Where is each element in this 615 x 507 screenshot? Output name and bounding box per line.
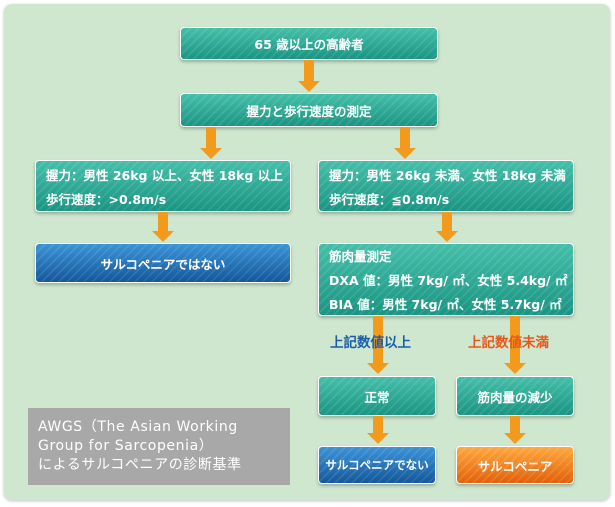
gait-normal-text: 歩行速度：>0.8m/s bbox=[46, 191, 167, 207]
arrow-elderly-to-measure bbox=[298, 60, 320, 92]
arrow-muscle-to-reduced bbox=[504, 316, 526, 374]
reduced-muscle-label: 筋肉量の減少 bbox=[477, 389, 553, 405]
node-sarcopenia: サルコペニア bbox=[456, 446, 574, 484]
sarcopenia-label: サルコペニア bbox=[477, 458, 553, 474]
node-not-sarcopenia-2: サルコペニアでない bbox=[318, 446, 436, 484]
arrow-muscle-to-normal bbox=[367, 316, 389, 374]
grip-low-text: 握力：男性 26kg 未満、女性 18kg 未満 bbox=[329, 167, 566, 183]
bia-value-text: BIA 値：男性 7kg/ ㎡、女性 5.7kg/ ㎡ bbox=[329, 297, 562, 312]
node-low-criteria: 握力：男性 26kg 未満、女性 18kg 未満 歩行速度：≦0.8m/s bbox=[318, 160, 574, 212]
caption-line-2: Group for Sarcopenia） bbox=[38, 438, 214, 454]
caption-box: AWGS（The Asian Working Group for Sarcope… bbox=[28, 408, 290, 485]
arrow-normal-to-result bbox=[367, 416, 389, 444]
condition-above-label: 上記数値以上 bbox=[330, 335, 411, 351]
not-sarcopenia-label: サルコペニアではない bbox=[100, 256, 226, 272]
normal-label: 正常 bbox=[364, 389, 390, 405]
node-elderly: 65 歳以上の高齢者 bbox=[180, 27, 438, 60]
gait-low-text: 歩行速度：≦0.8m/s bbox=[329, 191, 450, 207]
node-normal-criteria: 握力：男性 26kg 以上、女性 18kg 以上 歩行速度：>0.8m/s bbox=[35, 160, 291, 212]
grip-normal-text: 握力：男性 26kg 以上、女性 18kg 以上 bbox=[46, 167, 283, 183]
arrow-reduced-to-result bbox=[504, 416, 526, 444]
node-measure-label: 握力と歩行速度の測定 bbox=[246, 103, 372, 119]
dxa-value-text: DXA 値：男性 7kg/ ㎡、女性 5.4kg/ ㎡ bbox=[329, 273, 568, 288]
arrow-low-criteria-to-muscle bbox=[436, 212, 458, 242]
node-reduced-muscle: 筋肉量の減少 bbox=[456, 376, 574, 416]
node-normal: 正常 bbox=[318, 376, 436, 416]
node-muscle-mass: 筋肉量測定 DXA 値：男性 7kg/ ㎡、女性 5.4kg/ ㎡ BIA 値：… bbox=[318, 243, 574, 316]
caption-line-1: AWGS（The Asian Working bbox=[38, 419, 238, 435]
not-sarcopenia-2-label: サルコペニアでない bbox=[325, 458, 429, 472]
node-not-sarcopenia: サルコペニアではない bbox=[35, 243, 291, 283]
node-measure: 握力と歩行速度の測定 bbox=[180, 93, 438, 127]
arrow-normal-criteria-to-result bbox=[152, 212, 174, 242]
condition-below-label: 上記数値未満 bbox=[468, 335, 549, 351]
node-elderly-label: 65 歳以上の高齢者 bbox=[254, 37, 364, 52]
arrow-measure-to-normal-criteria bbox=[200, 127, 222, 159]
arrow-measure-to-low-criteria bbox=[394, 127, 416, 159]
caption-line-3: によるサルコペニアの診断基準 bbox=[38, 457, 242, 473]
muscle-mass-title: 筋肉量測定 bbox=[329, 249, 392, 264]
